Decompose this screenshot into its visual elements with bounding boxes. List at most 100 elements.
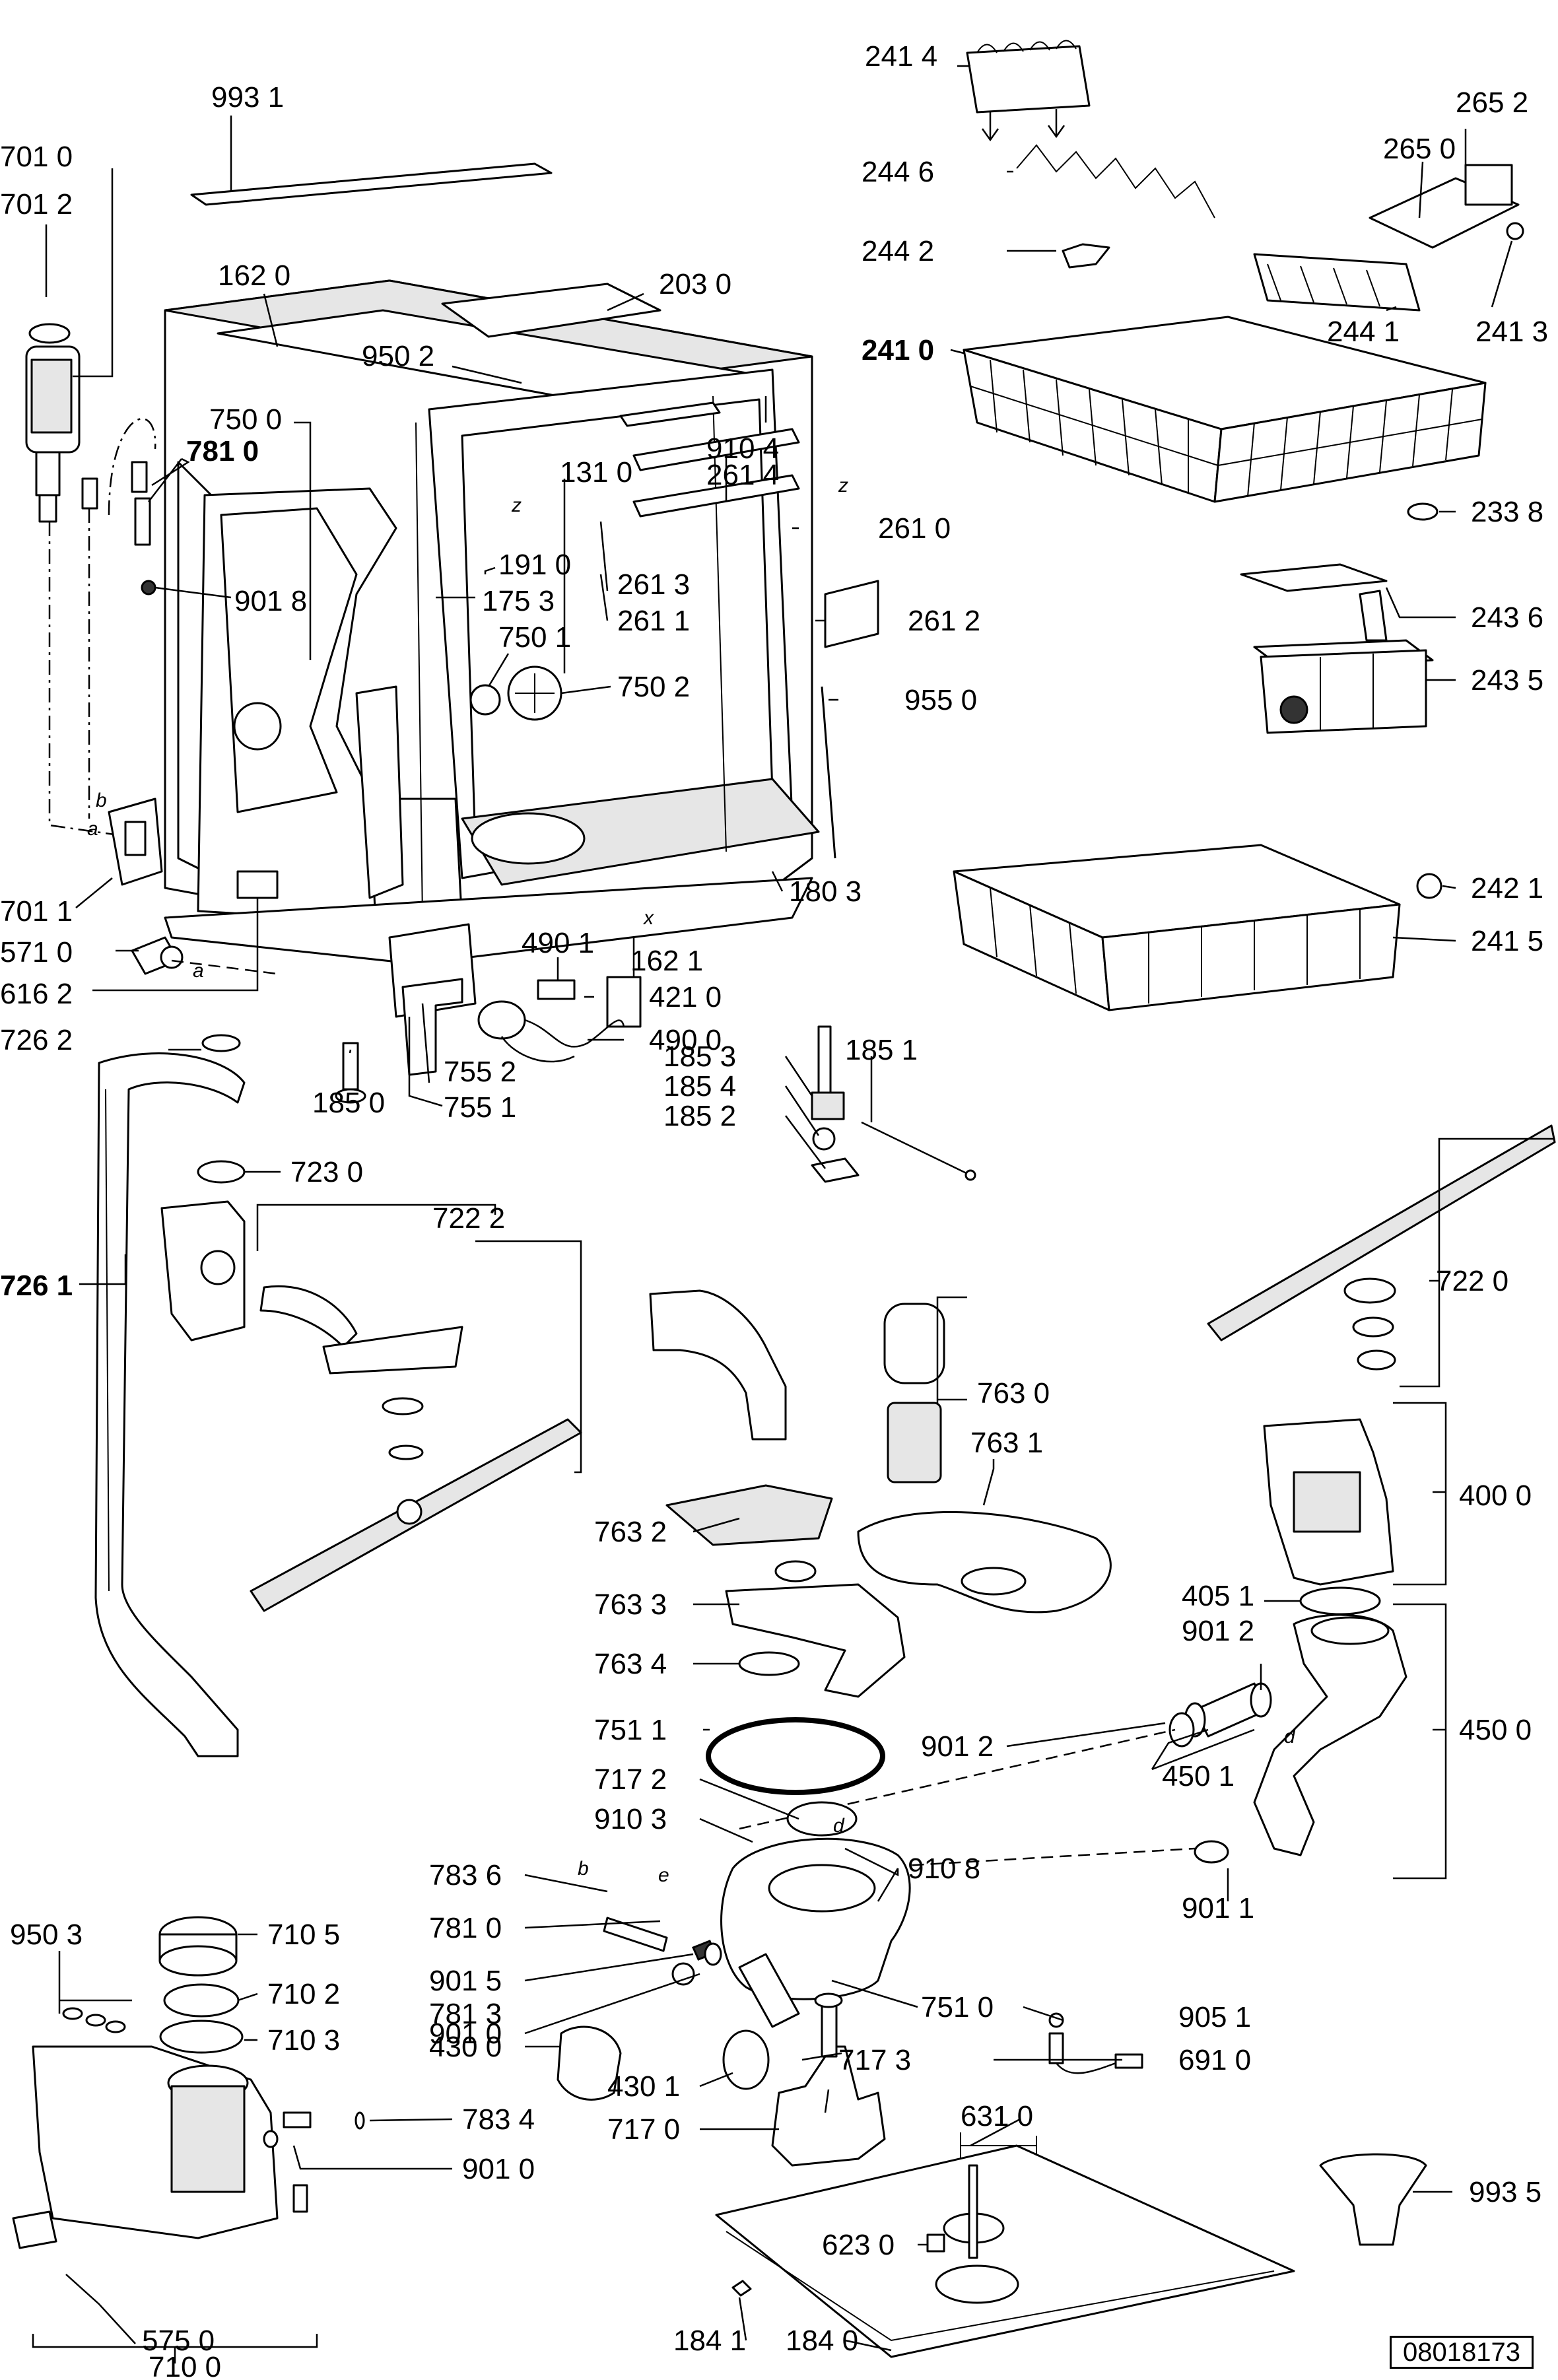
part-label: 901 2: [1182, 1615, 1254, 1647]
part-label: 490 1: [522, 927, 594, 959]
part-label: 261 2: [908, 605, 980, 637]
tub-body-shape: [164, 279, 879, 1018]
part-label: 616 2: [0, 978, 73, 1010]
part-label: 781 0: [429, 1912, 502, 1944]
cutlery-basket-shape: [1240, 563, 1434, 734]
part-label: 750 2: [617, 671, 690, 703]
part-label: 901 8: [234, 585, 307, 617]
sump-gasket-shape: [706, 1717, 885, 1795]
part-label: 763 0: [977, 1377, 1050, 1410]
part-label: 781 0: [186, 435, 259, 467]
part-label: 723 0: [290, 1156, 363, 1188]
inlet-valve-shape: [25, 323, 156, 836]
upper-rack-accessories-shape: [966, 40, 1524, 312]
part-label: 571 0: [0, 936, 73, 969]
part-label: 241 4: [865, 40, 937, 73]
connector-letter-x: x: [642, 907, 654, 929]
part-label: 575 0: [142, 2325, 215, 2357]
level-sensor-shape: [1048, 2012, 1143, 2074]
upper-basket-shape: [963, 316, 1487, 521]
part-label: 261 1: [617, 605, 690, 637]
part-label: 162 1: [630, 945, 703, 977]
part-label: 710 3: [267, 2024, 340, 2057]
clip-shape: [141, 580, 156, 595]
part-label: 901 1: [1182, 1892, 1254, 1924]
part-label: 955 0: [904, 684, 977, 716]
part-label: 783 6: [429, 1859, 502, 1891]
insulation-strip-shape: [190, 162, 553, 206]
part-label: 450 0: [1459, 1714, 1532, 1746]
supply-tube-shape: [94, 1034, 246, 1757]
part-label: 755 1: [444, 1091, 516, 1124]
part-label: 901 5: [429, 1965, 502, 1997]
part-label: 430 1: [607, 2070, 680, 2103]
part-label: 910 8: [908, 1853, 980, 1885]
part-label: 993 1: [211, 81, 284, 114]
part-label: 751 1: [594, 1714, 667, 1746]
part-label: 184 1: [673, 2325, 746, 2357]
connector-letter-b-1: b: [96, 790, 107, 811]
part-label: 755 2: [444, 1056, 516, 1088]
part-label: 242 1: [1471, 872, 1543, 904]
part-label: 241 3: [1475, 316, 1548, 348]
part-label: 162 0: [218, 259, 290, 292]
part-label: 751 0: [921, 1991, 994, 2023]
part-label: 783 4: [462, 2103, 535, 2136]
connector-letter-z-2: z: [838, 475, 848, 496]
part-label: 623 0: [822, 2229, 895, 2261]
part-label: 400 0: [1459, 1479, 1532, 1512]
part-label: 233 8: [1471, 496, 1543, 528]
sump-pump-shape: [557, 1801, 911, 2167]
connector-letter-a-1: a: [87, 818, 98, 840]
part-label: 185 4: [663, 1070, 736, 1103]
base-tray-shape: [715, 2132, 1295, 2358]
part-labels: 993 1 701 0 701 2 162 0 203 0 950 2 750 …: [0, 40, 1548, 2380]
adjustable-foot-shape: [811, 1025, 976, 1183]
part-label: 261 3: [617, 568, 690, 601]
part-label: 701 0: [0, 141, 73, 173]
part-label: 244 1: [1327, 316, 1400, 348]
part-label: 244 6: [862, 156, 934, 188]
part-label: 241 5: [1471, 925, 1543, 957]
part-label: 710 5: [267, 1919, 340, 1951]
part-label: 763 2: [594, 1516, 667, 1548]
part-label: 185 2: [663, 1100, 736, 1132]
wiring-shape: [477, 976, 642, 1063]
part-label: 993 5: [1469, 2176, 1541, 2208]
connector-letter-d-2: d: [833, 1815, 845, 1837]
part-label: 691 0: [1178, 2044, 1251, 2076]
part-label: 710 2: [267, 1978, 340, 2010]
part-label: 901 0: [429, 2018, 502, 2050]
part-label: 717 3: [838, 2044, 911, 2076]
part-label: 261 0: [878, 512, 951, 545]
lower-basket-shape: [953, 844, 1442, 1011]
upper-spray-arm-shape: [1207, 1124, 1556, 1371]
connector-letter-b-2: b: [578, 1858, 589, 1880]
part-label: 701 2: [0, 188, 73, 221]
part-label: 185 3: [663, 1040, 736, 1073]
part-label: 901 2: [921, 1730, 994, 1763]
part-label: 490 0: [649, 1024, 722, 1056]
part-label: 185 0: [312, 1087, 385, 1119]
part-label: 781 3: [429, 1998, 502, 2030]
part-label: 265 2: [1456, 86, 1528, 119]
part-label: 910 4: [706, 432, 779, 465]
part-label: 405 1: [1182, 1580, 1254, 1612]
hose-bracket-shape: [108, 798, 279, 975]
part-label: 175 3: [482, 585, 555, 617]
part-label: 631 0: [961, 2100, 1033, 2132]
part-label: 722 2: [432, 1202, 505, 1235]
part-label: 241 0: [862, 334, 934, 366]
part-label: 763 4: [594, 1648, 667, 1680]
heater-and-hoses-shape: [739, 1418, 1407, 1876]
part-label: 722 0: [1436, 1265, 1508, 1297]
part-label: 750 1: [498, 621, 571, 654]
part-label: 243 6: [1471, 601, 1543, 634]
part-label: 421 0: [649, 981, 722, 1013]
part-label: 717 0: [607, 2113, 680, 2146]
part-label: 184 0: [786, 2325, 858, 2357]
funnel-shape: [1319, 2153, 1427, 2246]
part-label: 185 1: [845, 1034, 918, 1066]
part-label: 701 1: [0, 895, 73, 928]
